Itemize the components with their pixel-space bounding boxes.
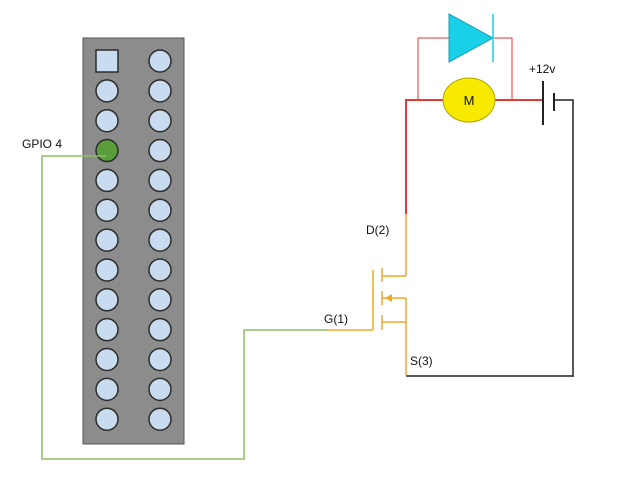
header-pin — [148, 108, 172, 133]
header-pin — [95, 258, 119, 282]
header-pin — [95, 347, 119, 372]
header-pin — [95, 79, 119, 103]
gate-signal-wire — [41, 155, 328, 460]
high-side-wire — [405, 37, 543, 214]
supply-label: +12v — [529, 62, 555, 76]
source-label: S(3) — [410, 354, 433, 368]
header-pin — [148, 377, 172, 402]
header-pin — [148, 347, 172, 372]
header-pin — [148, 79, 172, 103]
header-pin — [148, 49, 172, 73]
header-pins — [95, 49, 172, 431]
header-pin — [148, 258, 172, 282]
motor: M — [442, 77, 496, 123]
header-pin — [95, 198, 119, 222]
flyback-diode — [448, 13, 495, 63]
header-pin — [148, 138, 172, 163]
header-pin — [148, 288, 172, 312]
header-pin — [148, 407, 172, 431]
header-pin-gpio4 — [95, 138, 119, 163]
header-pin — [95, 317, 119, 342]
gate-label: G(1) — [324, 312, 348, 326]
header-pin — [148, 228, 172, 252]
gpio-label: GPIO 4 — [22, 137, 62, 151]
header-pin — [148, 168, 172, 193]
mosfet-symbol — [372, 214, 407, 375]
header-pin — [95, 407, 119, 431]
header-pin — [148, 317, 172, 342]
battery-symbol — [542, 81, 574, 377]
header-pin — [148, 198, 172, 222]
header-pin — [95, 377, 119, 402]
header-pin — [95, 288, 119, 312]
header-pin — [95, 108, 119, 133]
header-pin — [95, 228, 119, 252]
header-pin — [95, 168, 119, 193]
motor-label: M — [464, 93, 475, 108]
header-pin-square — [95, 49, 119, 73]
drain-label: D(2) — [366, 223, 389, 237]
